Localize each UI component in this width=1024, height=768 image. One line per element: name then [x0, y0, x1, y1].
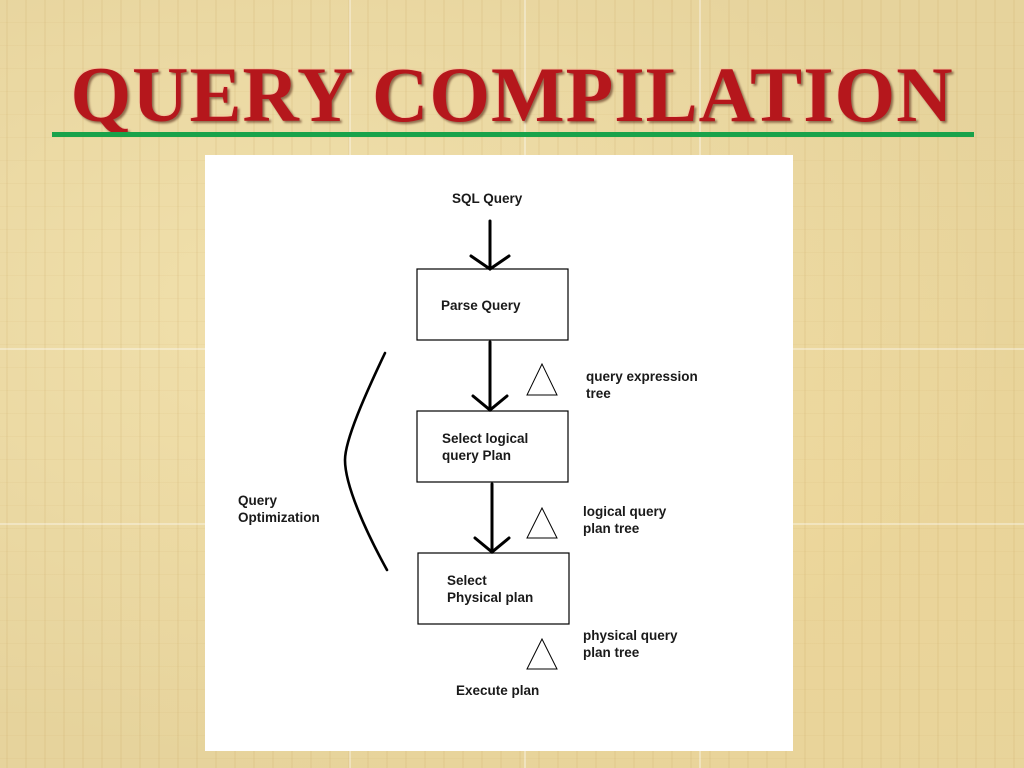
- title-underline: [52, 132, 974, 137]
- parse-query-label: Parse Query: [441, 298, 521, 313]
- triangle-icon: [526, 362, 558, 396]
- diagram-panel: SQL Query Parse Query Select logical que…: [205, 155, 793, 751]
- arrow-to-logical: [471, 340, 509, 412]
- optimization-bracket: [343, 351, 389, 572]
- query-expression-tree-label: query expression tree: [586, 369, 698, 401]
- triangle-icon: [526, 637, 558, 670]
- step-box-parse: [416, 268, 569, 341]
- slide-title: QUERY COMPILATION: [70, 51, 954, 138]
- flowchart: [343, 219, 570, 670]
- physical-query-plan-tree-label: physical query plan tree: [583, 628, 678, 660]
- step-box-logical: [416, 410, 569, 483]
- arrow-to-physical: [473, 482, 511, 554]
- select-logical-plan-label: Select logical query Plan: [442, 431, 529, 463]
- step-box-physical: [417, 552, 570, 625]
- execute-plan-label: Execute plan: [456, 683, 540, 698]
- logical-query-plan-tree-label: logical query plan tree: [583, 504, 667, 536]
- query-optimization-label: Query Optimization: [238, 493, 320, 525]
- arrow-to-parse: [469, 219, 511, 271]
- triangle-icon: [526, 506, 558, 539]
- sql-query-label: SQL Query: [452, 191, 523, 206]
- select-physical-plan-label: Select Physical plan: [447, 573, 534, 605]
